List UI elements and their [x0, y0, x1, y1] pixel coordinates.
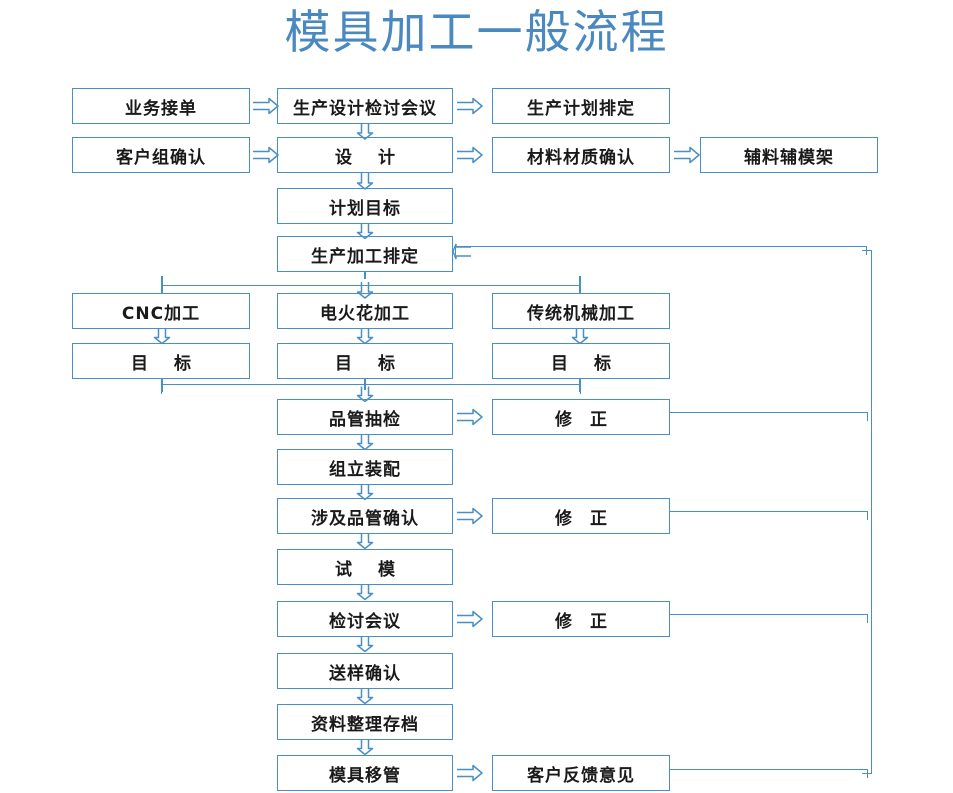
merge-stem-to-qc — [364, 378, 366, 390]
node-cnc-machining[interactable]: CNC加工 — [72, 293, 250, 329]
node-target-3[interactable]: 目 标 — [492, 343, 670, 379]
merge-leg-right — [579, 378, 581, 392]
node-traditional-machining[interactable]: 传统机械加工 — [492, 293, 670, 329]
node-fix-2[interactable]: 修 正 — [492, 498, 670, 534]
split-leg-right — [579, 276, 581, 298]
node-plan-target[interactable]: 计划目标 — [277, 188, 453, 224]
arrow-trial-to-review-meeting — [356, 584, 374, 600]
node-fix-3[interactable]: 修 正 — [492, 601, 670, 637]
arrow-traditional-to-target-3 — [571, 328, 589, 344]
node-trial-mold[interactable]: 试 模 — [277, 549, 453, 585]
arrow-archive-to-handover — [356, 739, 374, 755]
feedback-tap-customer-feedback — [668, 769, 868, 778]
node-production-plan[interactable]: 生产计划排定 — [492, 88, 670, 124]
arrow-qc-confirmation-to-trial — [356, 533, 374, 549]
node-order[interactable]: 业务接单 — [72, 88, 250, 124]
arrow-design-to-material — [456, 146, 484, 164]
feedback-return-arrowhead — [452, 243, 472, 261]
node-fix-1[interactable]: 修 正 — [492, 399, 670, 435]
node-archive-documents[interactable]: 资料整理存档 — [277, 704, 453, 740]
arrow-order-to-design-meeting — [252, 97, 280, 115]
arrow-merge-to-qc-sample — [356, 386, 374, 402]
node-sample-confirmation[interactable]: 送样确认 — [277, 653, 453, 689]
arrow-design-meeting-to-prod-plan — [456, 97, 484, 115]
node-assembly[interactable]: 组立装配 — [277, 449, 453, 485]
arrow-sample-confirm-to-archive — [356, 688, 374, 704]
node-mold-handover[interactable]: 模具移管 — [277, 755, 453, 791]
arrow-review-meeting-to-sample-confirm — [356, 636, 374, 652]
arrow-split-to-edm — [356, 281, 374, 299]
arrow-qc-confirmation-to-fix-2 — [456, 507, 484, 525]
node-qc-confirmation[interactable]: 涉及品管确认 — [277, 498, 453, 534]
node-aux-mold-frame[interactable]: 辅料辅模架 — [700, 137, 878, 173]
page-title: 模具加工一般流程 — [284, 5, 669, 59]
node-target-1[interactable]: 目 标 — [72, 343, 250, 379]
feedback-tap-fix-2 — [668, 511, 868, 520]
arrow-edm-to-target-2 — [356, 328, 374, 344]
node-production-schedule[interactable]: 生产加工排定 — [277, 236, 453, 272]
arrow-design-meeting-to-design — [356, 122, 374, 140]
node-design-meeting[interactable]: 生产设计检讨会议 — [277, 88, 453, 124]
arrow-qc-sampling-to-fix-1 — [456, 408, 484, 426]
node-target-2[interactable]: 目 标 — [277, 343, 453, 379]
node-customer-confirm[interactable]: 客户组确认 — [72, 137, 250, 173]
split-stem-from-prod-schedule — [364, 271, 366, 279]
node-design[interactable]: 设 计 — [277, 137, 453, 173]
arrow-design-to-plan-target — [356, 172, 374, 190]
arrow-handover-to-customer-feedback — [456, 764, 484, 782]
node-customer-feedback[interactable]: 客户反馈意见 — [492, 755, 670, 791]
arrow-cnc-to-target-1 — [153, 328, 171, 344]
machining-merge-bar — [161, 384, 581, 394]
feedback-tap-fix-3 — [668, 614, 868, 623]
arrow-plan-target-to-prod-schedule — [356, 223, 374, 239]
arrow-qc-sampling-to-assembly — [356, 434, 374, 450]
arrow-material-to-aux — [673, 146, 701, 164]
node-qc-sampling[interactable]: 品管抽检 — [277, 399, 453, 435]
node-review-meeting[interactable]: 检讨会议 — [277, 601, 453, 637]
node-material-confirm[interactable]: 材料材质确认 — [492, 137, 670, 173]
feedback-return-top — [455, 246, 867, 255]
arrow-customer-confirm-to-design — [252, 146, 280, 164]
arrow-review-meeting-to-fix-3 — [456, 610, 484, 628]
feedback-tap-fix-1 — [668, 412, 868, 421]
node-edm-machining[interactable]: 电火花加工 — [277, 293, 453, 329]
arrow-assembly-to-qc-confirm — [356, 484, 374, 500]
split-leg-left — [161, 276, 163, 298]
